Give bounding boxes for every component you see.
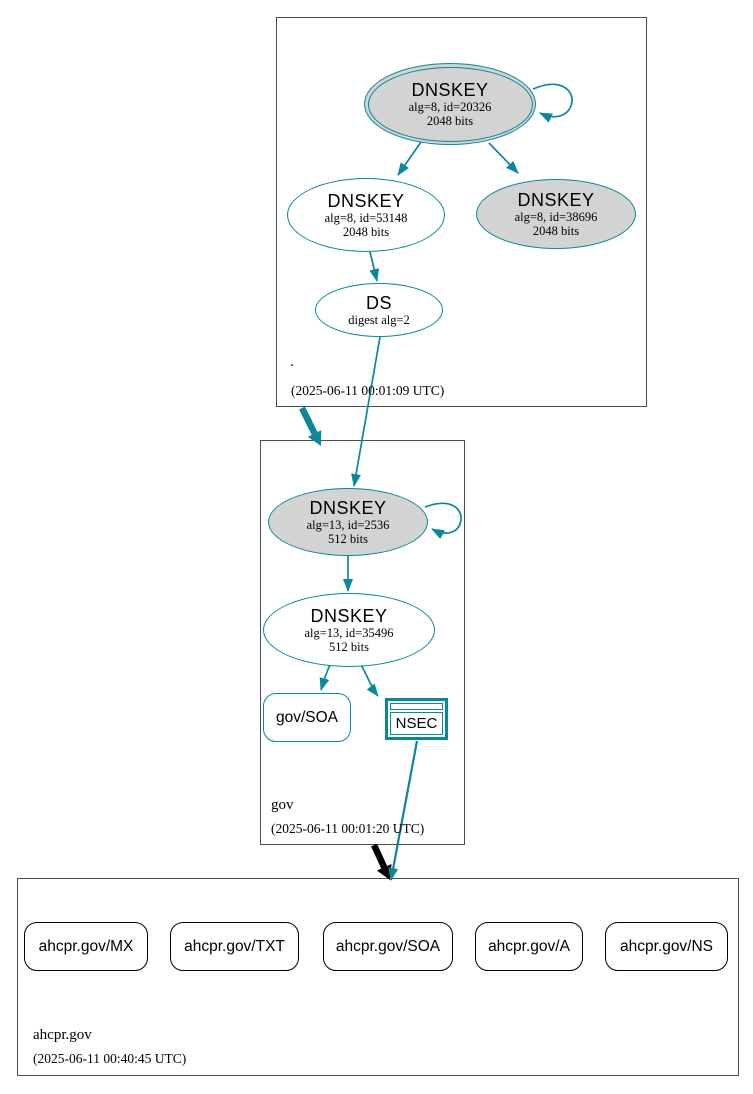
edge-delegation-gov-ahcpr <box>371 843 388 869</box>
node-detail: alg=13, id=2536 <box>306 518 390 533</box>
node-detail: 512 bits <box>329 640 369 655</box>
node-root-zsk-dnskey: DNSKEY alg=8, id=53148 2048 bits <box>287 178 445 252</box>
node-root-dnskey-38696: DNSKEY alg=8, id=38696 2048 bits <box>476 179 636 249</box>
zone-label-ahcpr-gov: ahcpr.gov <box>33 1027 92 1043</box>
node-title: DNSKEY <box>309 497 387 518</box>
node-root-ksk-dnskey: DNSKEY alg=8, id=20326 2048 bits <box>364 63 536 145</box>
rrset-label: ahcpr.gov/MX <box>38 937 134 955</box>
rrset-label: ahcpr.gov/TXT <box>184 937 285 955</box>
rrset-label: ahcpr.gov/SOA <box>335 937 441 955</box>
node-detail: digest alg=2 <box>348 313 410 328</box>
node-root-ds: DS digest alg=2 <box>315 283 443 337</box>
zone-box-root <box>276 17 647 407</box>
node-ahcpr-txt: ahcpr.gov/TXT <box>170 922 299 971</box>
zone-label-gov: gov <box>271 797 294 813</box>
node-detail: alg=13, id=35496 <box>304 626 394 641</box>
node-detail: alg=8, id=53148 <box>324 211 408 226</box>
node-ahcpr-a: ahcpr.gov/A <box>475 922 583 971</box>
node-ahcpr-soa: ahcpr.gov/SOA <box>323 922 453 971</box>
nsec-header-band <box>390 703 443 710</box>
node-gov-zsk-dnskey: DNSKEY alg=13, id=35496 512 bits <box>263 593 435 667</box>
node-gov-ksk-dnskey: DNSKEY alg=13, id=2536 512 bits <box>268 488 428 556</box>
zone-box-ahcpr-gov <box>17 878 739 1076</box>
edge-delegation-root-gov <box>299 406 318 435</box>
node-detail: 512 bits <box>328 532 368 547</box>
node-detail: 2048 bits <box>426 114 474 129</box>
node-title: DNSKEY <box>327 190 405 211</box>
zone-label-root: . <box>290 354 294 370</box>
node-title: DNSKEY <box>411 79 489 100</box>
node-detail: 2048 bits <box>342 225 390 240</box>
rrset-label: ahcpr.gov/NS <box>619 937 714 955</box>
node-gov-nsec: NSEC <box>385 698 448 740</box>
node-detail: alg=8, id=20326 <box>408 100 492 115</box>
zone-timestamp-root: (2025-06-11 00:01:09 UTC) <box>291 383 445 398</box>
zone-timestamp-gov: (2025-06-11 00:01:20 UTC) <box>271 821 425 836</box>
rrset-label: ahcpr.gov/A <box>488 937 570 955</box>
node-ahcpr-ns: ahcpr.gov/NS <box>605 922 728 971</box>
nsec-label: NSEC <box>390 712 443 735</box>
zone-timestamp-ahcpr-gov: (2025-06-11 00:40:45 UTC) <box>33 1051 187 1066</box>
node-ahcpr-mx: ahcpr.gov/MX <box>24 922 148 971</box>
node-title: DNSKEY <box>517 189 595 210</box>
node-detail: 2048 bits <box>532 224 580 239</box>
node-title: DNSKEY <box>310 605 388 626</box>
rrset-label: gov/SOA <box>275 708 339 726</box>
node-title: DS <box>365 292 392 313</box>
node-gov-soa: gov/SOA <box>263 693 351 742</box>
node-detail: alg=8, id=38696 <box>514 210 598 225</box>
